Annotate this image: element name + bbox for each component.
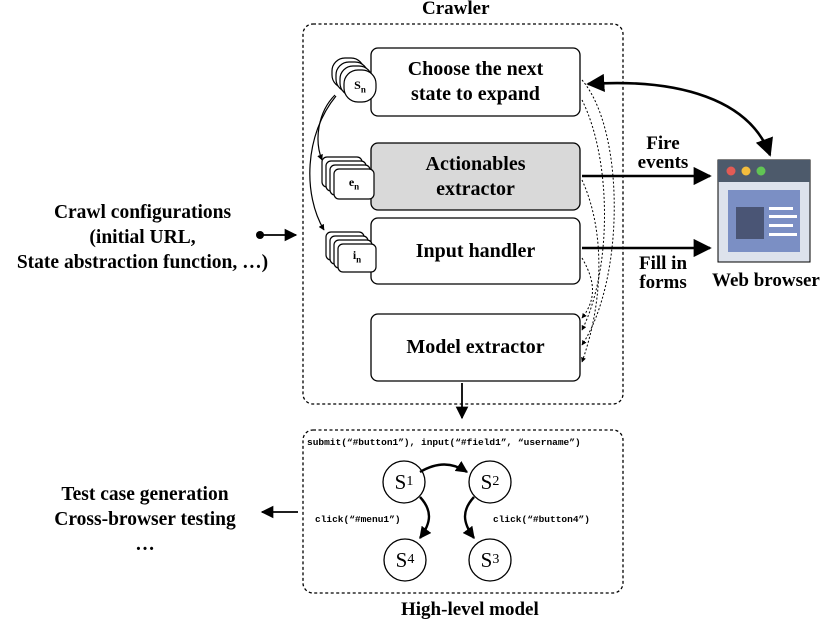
state-stack-icon	[331, 57, 377, 103]
node-s3-circle	[468, 538, 512, 582]
node-s4-circle	[383, 538, 427, 582]
input-handler-label: Input handler	[415, 239, 536, 262]
config-dot	[256, 231, 264, 239]
event-stack-label: en	[348, 175, 360, 192]
state-to-events-arrow	[317, 94, 336, 161]
input-stack-label: in	[352, 248, 362, 265]
node-s1-circle	[382, 460, 426, 504]
edge-s1-s4	[419, 496, 432, 539]
choose-state-browser-arrow	[586, 73, 773, 157]
node-s2-circle	[468, 460, 512, 504]
crawler-title: Crawler	[422, 0, 490, 19]
state-to-inputs-arrow	[309, 95, 337, 231]
crawl-configurations: Crawl configurations (initial URL, State…	[16, 202, 269, 273]
web-browser-icon	[717, 159, 811, 263]
dotted-arrow-1	[581, 79, 615, 346]
model-extractor-box	[370, 313, 581, 382]
model-title: High-level model	[401, 599, 539, 620]
model-extractor-label: Model extractor	[406, 336, 545, 358]
model-container	[302, 429, 624, 594]
right-edge-label: click(“#button4”)	[493, 514, 590, 525]
state-stack-label: Sn	[354, 78, 366, 95]
dotted-arrow-3	[581, 179, 600, 363]
edge-s2-s3	[462, 496, 475, 539]
edge-s1-s2	[419, 461, 468, 474]
applications-list: Test case generation Cross-browser testi…	[54, 484, 236, 555]
left-edge-label: click(“#menu1”)	[315, 514, 401, 525]
event-stack-icon	[321, 156, 375, 200]
top-edge-label: submit(“#button1”), input(“#field1”, “us…	[307, 437, 581, 448]
web-browser-label: Web browser	[712, 270, 820, 291]
input-stack-icon	[325, 231, 377, 273]
dotted-arrow-2	[581, 99, 605, 331]
crawler-container	[302, 23, 624, 405]
